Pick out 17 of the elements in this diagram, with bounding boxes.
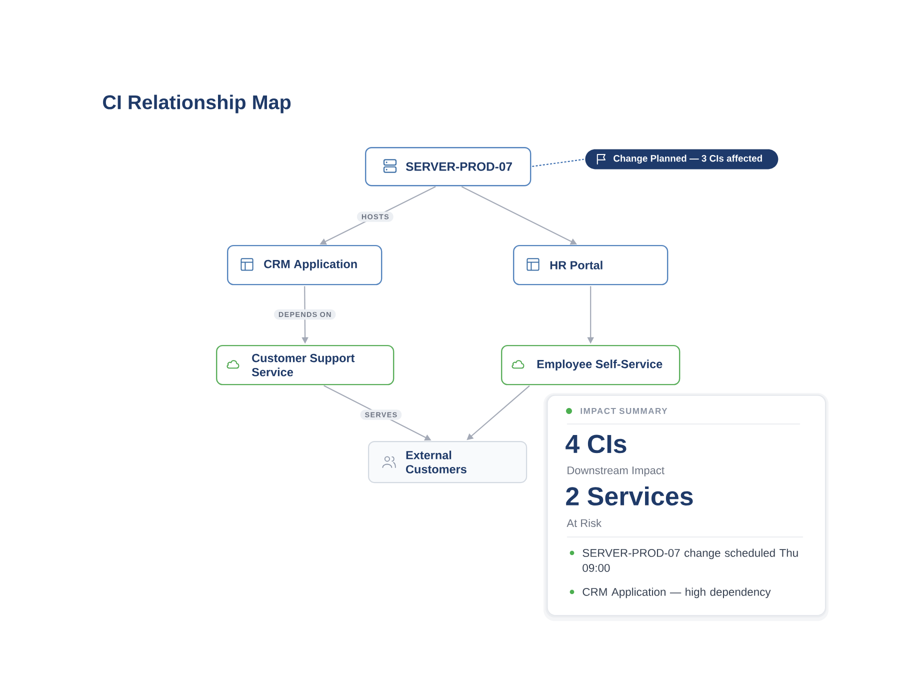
bullet-text: CRM Application — high dependency [582, 588, 771, 598]
metric-value: 2 Services [566, 486, 693, 506]
metric-caption: Downstream Impact [568, 466, 664, 476]
ci-box: CRM Application [227, 244, 382, 286]
metric-value: 4 CIs [566, 434, 626, 454]
title: CI Relationship Map [103, 94, 291, 114]
service-box: Customer Support Service [216, 344, 394, 386]
connector-line [532, 158, 584, 167]
ci-box: SERVER-PROD-07 [365, 147, 532, 186]
metric-caption: At Risk [566, 518, 602, 528]
ci-box: HR Portal [513, 244, 668, 286]
section-heading: IMPACT SUMMARY [580, 408, 668, 414]
bullet-text: SERVER-PROD-07 change scheduled Thu 09:00 [582, 548, 798, 572]
summary-card [544, 392, 828, 621]
consumer-box: External Customers [368, 440, 528, 484]
status-pill: Change Planned — 3 CIs affected [585, 149, 778, 170]
service-box: Employee Self-Service [501, 344, 680, 386]
